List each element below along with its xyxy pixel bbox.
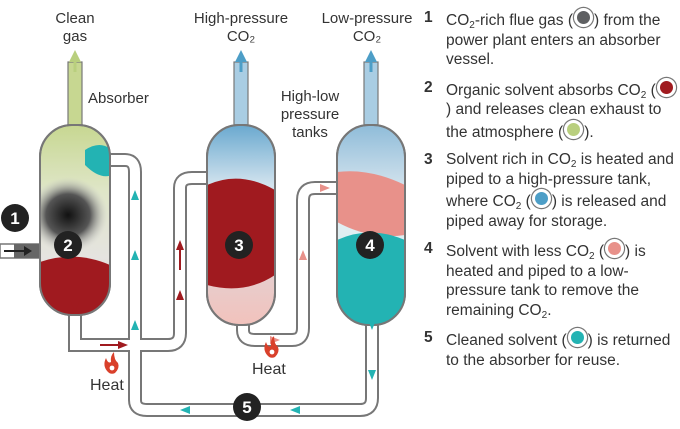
high-pressure-tank [206, 124, 276, 326]
heat-flame-icon [104, 352, 119, 374]
step-badge-4: 4 [356, 231, 384, 259]
step-1: 1 CO2-rich flue gas () from the power pl… [424, 8, 661, 68]
carbon-capture-diagram: 1 2 3 4 5 [0, 50, 406, 421]
svg-text:2: 2 [63, 236, 72, 255]
step-badge-2: 2 [54, 231, 82, 259]
absorber-label: Absorber [88, 90, 149, 107]
step-3: 3 Solvent rich in CO2 is heated and pipe… [424, 151, 674, 230]
svg-text:4: 4 [365, 236, 375, 255]
step-badge-3: 3 [225, 231, 253, 259]
flue-gas-dot-icon [574, 8, 594, 27]
step-badge-1: 1 [1, 204, 29, 232]
step-5: 5 Cleaned solvent () is returned to the … [424, 328, 671, 369]
clean-exhaust-dot-icon [564, 119, 584, 139]
svg-text:5: 5 [242, 398, 251, 417]
outflow-arrows [69, 50, 377, 72]
solvent-rich-dot-icon [656, 77, 676, 97]
step-badge-5: 5 [233, 393, 261, 421]
solvent-less-dot-icon [605, 239, 625, 258]
svg-text:3: 3 [234, 236, 243, 255]
pipe-network [67, 61, 379, 417]
steps-list: 1 CO2-rich flue gas () from the power pl… [424, 8, 680, 378]
cleaned-solvent-dot-icon [567, 328, 587, 347]
svg-text:1: 1 [10, 209, 19, 228]
heat-label-left: Heat [90, 377, 124, 394]
heat-flame-icon [264, 336, 279, 358]
co2-high-dot-icon [531, 189, 551, 208]
step-4: 4 Solvent with less CO2 () is heated and… [424, 239, 646, 321]
absorber-vessel [39, 124, 111, 316]
flow-arrows [70, 184, 376, 414]
step-2: 2 Organic solvent absorbs CO2 () and rel… [424, 77, 680, 143]
heat-label-right: Heat [252, 361, 286, 378]
flue-gas-inlet [0, 243, 43, 259]
low-pressure-tank [336, 124, 406, 326]
